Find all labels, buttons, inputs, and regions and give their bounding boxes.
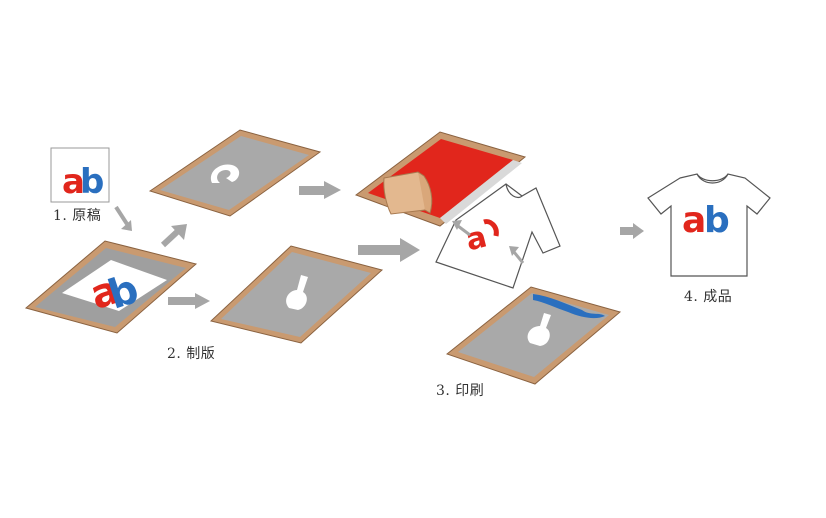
arrow-right-icon	[114, 205, 132, 231]
squeegee-icon	[383, 171, 433, 215]
tshirt-icon: a	[435, 183, 561, 289]
step-3-label: 3. 印刷	[436, 383, 485, 399]
arrow-right-icon	[160, 224, 187, 248]
logo-letter-b: b	[704, 200, 730, 241]
step-1-label: 1. 原稿	[53, 208, 102, 224]
logo-letter-a: a	[62, 162, 85, 202]
arrow-right-icon	[509, 246, 525, 264]
screen-frame-icon	[209, 245, 384, 344]
arrow-right-icon	[358, 238, 420, 262]
screen-frame-icon	[148, 129, 322, 217]
logo-letter-a: a	[682, 200, 706, 241]
original-artwork: a b	[50, 147, 110, 203]
arrow-right-icon	[620, 223, 644, 239]
step-2-label: 2. 制版	[167, 346, 216, 362]
screen-frame-icon	[445, 286, 622, 385]
step-4-label: 4. 成品	[684, 289, 733, 305]
arrow-right-icon	[452, 220, 471, 237]
logo-letter-b: b	[80, 162, 104, 202]
arrow-right-icon	[299, 181, 341, 199]
tshirt-icon: a b	[647, 173, 771, 277]
screen-frame-icon: a b	[24, 240, 198, 334]
arrow-right-icon	[168, 293, 210, 309]
